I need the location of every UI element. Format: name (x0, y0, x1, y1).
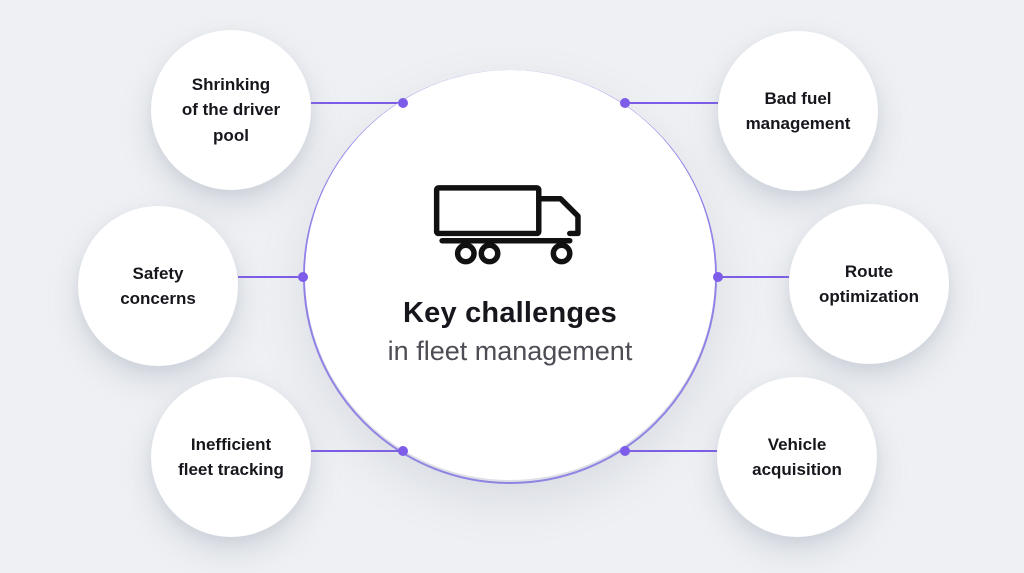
node-safety-concerns: Safety concerns (78, 206, 238, 366)
node-route-optimization: Route optimization (789, 204, 949, 364)
node-label: Route optimization (818, 261, 920, 307)
dot-bottom-left (398, 446, 408, 456)
dot-top-left (398, 98, 408, 108)
node-label: Vehicle acquisition (752, 434, 842, 480)
node-inefficient-fleet-tracking: Inefficient fleet tracking (151, 377, 311, 537)
node-bad-fuel-management: Bad fuel management (718, 31, 878, 191)
connector-bottom-left (311, 450, 403, 452)
center-circle: Key challenges in fleet management (305, 70, 715, 480)
dot-top-right (620, 98, 630, 108)
connector-top-right (625, 102, 718, 104)
connector-top-left (311, 102, 403, 104)
diagram-subtitle: in fleet management (387, 335, 633, 366)
connector-middle-right (718, 276, 789, 278)
node-label: Bad fuel management (745, 88, 851, 134)
dot-bottom-right (620, 446, 630, 456)
node-label: Safety concerns (120, 263, 196, 309)
connector-bottom-right (625, 450, 717, 452)
connector-middle-left (238, 276, 303, 278)
node-shrinking-driver-pool: Shrinking of the driver pool (151, 30, 311, 190)
node-label: Shrinking of the driver pool (181, 74, 281, 145)
truck-icon (433, 184, 581, 264)
dot-middle-left (298, 272, 308, 282)
node-vehicle-acquisition: Vehicle acquisition (717, 377, 877, 537)
node-label: Inefficient fleet tracking (178, 434, 284, 480)
dot-middle-right (713, 272, 723, 282)
diagram-title: Key challenges (403, 296, 617, 329)
